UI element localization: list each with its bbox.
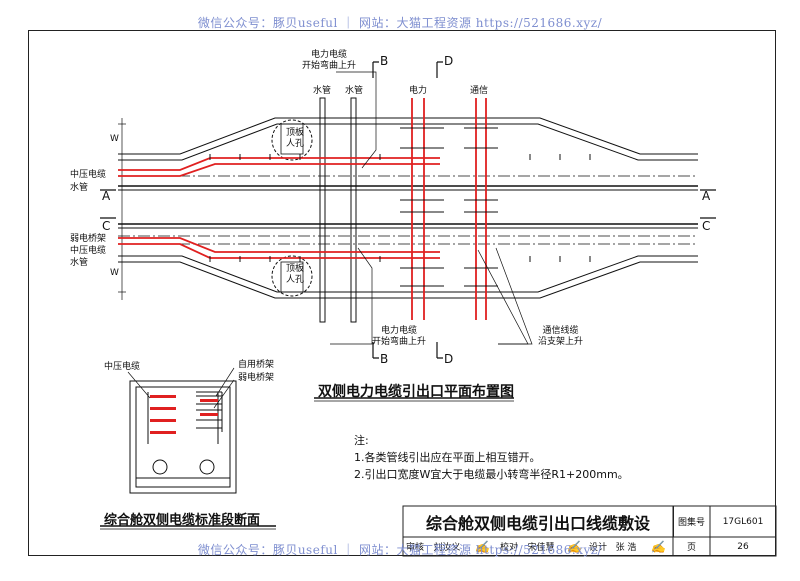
title-block: 综合舱双侧电缆引出口线缆敷设 图集号 17GL601 审核 刘汝义 ✍ 校对 宋… (403, 506, 776, 556)
design-label: 设计 (588, 543, 607, 553)
section-mark-b-bottom: B (380, 352, 389, 366)
callout-power-bottom-line2: 开始弯曲上升 (372, 337, 427, 347)
callout-telecom: 通信线缆 沿支架上升 (538, 326, 583, 348)
hatch-label-bottom-2: 人孔 (286, 275, 305, 285)
upper-wall-inner (118, 123, 698, 161)
callout-power-bottom-line1: 电力电缆 (381, 326, 418, 336)
note-1: 1.各类管线引出应在平面上相互错开。 (354, 451, 541, 464)
left-label-water-2: 水管 (70, 258, 89, 268)
design-name: 张 浩 (615, 543, 637, 553)
left-label-water-1: 水管 (70, 183, 89, 193)
watermark-bottom: 微信公众号：豚贝useful ｜ 网站：大猫工程资源 https://52168… (197, 543, 603, 557)
left-label-mv-1: 中压电缆 (70, 170, 107, 180)
check-name: 宋佳慧 (527, 543, 555, 553)
atlas-label: 图集号 (677, 518, 705, 528)
atlas-number: 17GL601 (722, 516, 764, 527)
review-name: 刘汝义 (433, 543, 461, 553)
callout-power-top: 电力电缆 开始弯曲上升 (302, 50, 356, 72)
hatch-label-bottom-1: 顶板 (286, 264, 305, 274)
page-number: 26 (737, 541, 749, 552)
lower-wall-outer (118, 261, 698, 299)
section-title: 综合舱双侧电缆标准段断面 (104, 513, 261, 528)
dim-w-bottom: W (110, 268, 119, 278)
note-2: 2.引出口宽度W宜大于电缆最小转弯半径R1+200mm。 (354, 468, 629, 481)
pipe-label-telecom: 通信 (470, 86, 489, 96)
notes: 注: 1.各类管线引出应在平面上相互错开。 2.引出口宽度W宜大于电缆最小转弯半… (354, 432, 629, 483)
section-mark-c-right: C (702, 219, 711, 233)
pipe-label-water-2: 水管 (345, 86, 364, 96)
dim-w-top: W (110, 134, 119, 144)
check-label: 校对 (499, 543, 518, 553)
section-mark-d-bottom: D (444, 352, 454, 366)
hatch-label-top-2: 人孔 (286, 139, 305, 149)
left-label-mv-2: 中压电缆 (70, 246, 107, 256)
callout-power-top-line1: 电力电缆 (311, 50, 348, 60)
page-label: 页 (686, 543, 696, 553)
section-label-rack: 自用桥架 (238, 360, 275, 370)
drawing-frame (28, 30, 776, 556)
left-label-weak: 弱电桥架 (70, 234, 107, 244)
pipe-label-power: 电力 (409, 86, 428, 96)
hatch-label-bottom: 顶板 人孔 (286, 264, 304, 286)
section-label-mv: 中压电缆 (104, 362, 141, 372)
review-label: 审核 (405, 543, 424, 553)
hatch-label-top-1: 顶板 (286, 128, 305, 138)
section-mark-d-top: D (444, 54, 454, 68)
section-label-weak: 弱电桥架 (238, 373, 275, 383)
upper-wall-outer (118, 117, 698, 155)
section-mark-a-right: A (702, 189, 711, 203)
callout-telecom-line2: 沿支架上升 (538, 337, 584, 347)
lower-wall-inner (118, 255, 698, 293)
titleblock-title: 综合舱双侧电缆引出口线缆敷设 (403, 506, 674, 537)
watermark-top: 微信公众号：豚贝useful ｜ 网站：大猫工程资源 https://52168… (197, 16, 603, 30)
section-mark-a-left: A (102, 189, 111, 203)
section-mark-b-top: B (380, 54, 389, 68)
design-signature: ✍ (650, 539, 666, 554)
pipe-label-water-1: 水管 (313, 86, 332, 96)
notes-heading: 注: (354, 434, 369, 447)
callout-telecom-line1: 通信线缆 (542, 326, 579, 336)
plan-title: 双侧电力电缆引出口平面布置图 (318, 384, 514, 400)
callout-power-bottom: 电力电缆 开始弯曲上升 (372, 326, 426, 348)
hatch-label-top: 顶板 人孔 (286, 128, 304, 150)
check-signature: ✍ (566, 539, 582, 554)
section-mark-c-left: C (102, 219, 111, 233)
callout-power-top-line2: 开始弯曲上升 (302, 61, 357, 71)
review-signature: ✍ (474, 539, 490, 554)
